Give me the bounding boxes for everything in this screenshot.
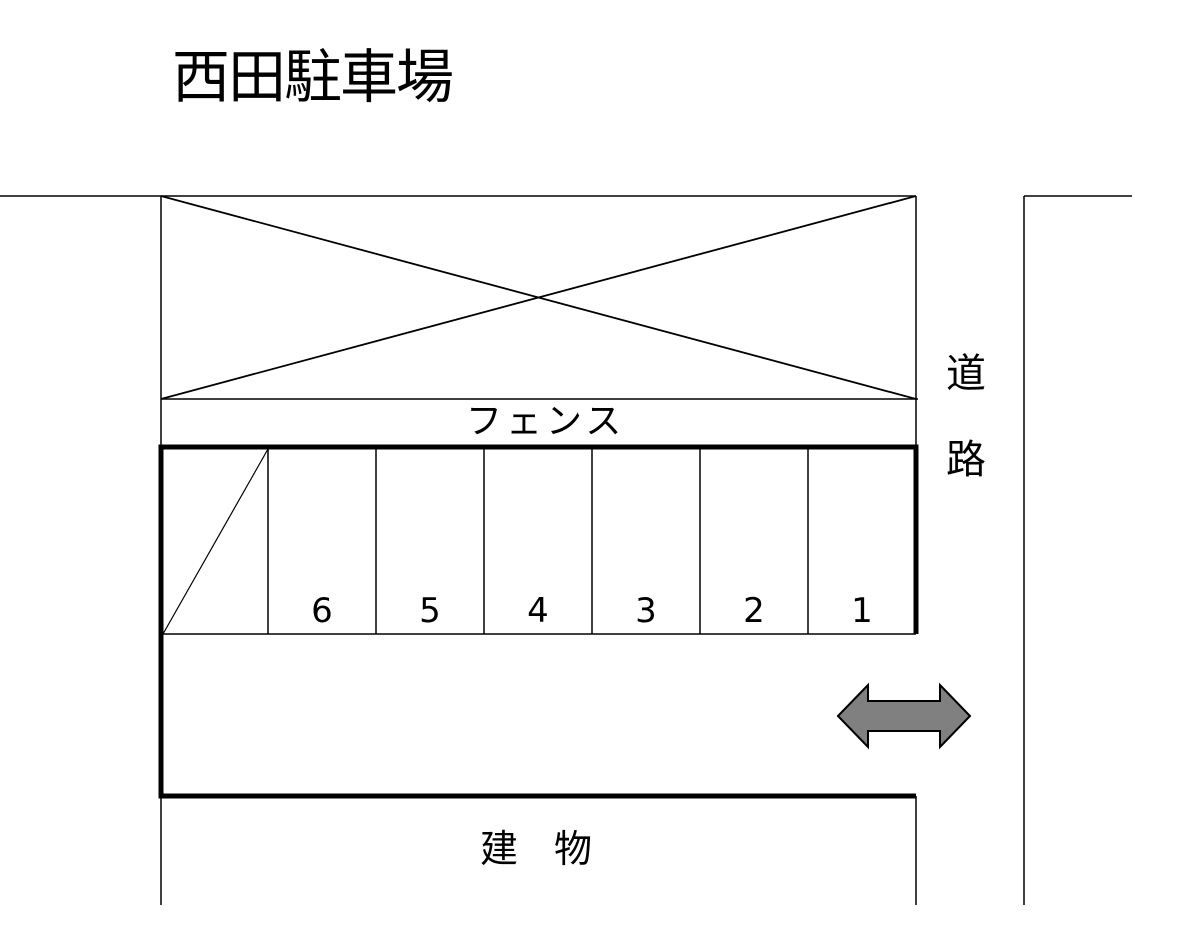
parking-space-number: 4 [527,591,549,631]
road-label-char-1: 道 [946,351,986,397]
page-title: 西田駐車場 [172,43,454,111]
unavailable-slot-diagonal [162,448,269,635]
building-label-char-1: 建 [480,827,519,871]
parking-space-number: 5 [419,591,441,631]
parking-space-number: 1 [851,591,873,631]
fence-label: フェンス [466,401,626,442]
parking-lot-outline [158,444,919,799]
road-label-char-2: 路 [946,437,986,483]
entrance-double-arrow-icon [836,682,972,750]
neighbor-lot-crossed [160,195,918,905]
parking-space-number: 3 [635,591,657,631]
building-label: 建物 [480,830,628,868]
parking-space-number: 6 [311,591,333,631]
building-label-char-2: 物 [554,827,593,871]
road-boundary-right [1023,195,1132,905]
parking-space-number: 2 [743,591,765,631]
parking-spaces-row [161,447,916,635]
